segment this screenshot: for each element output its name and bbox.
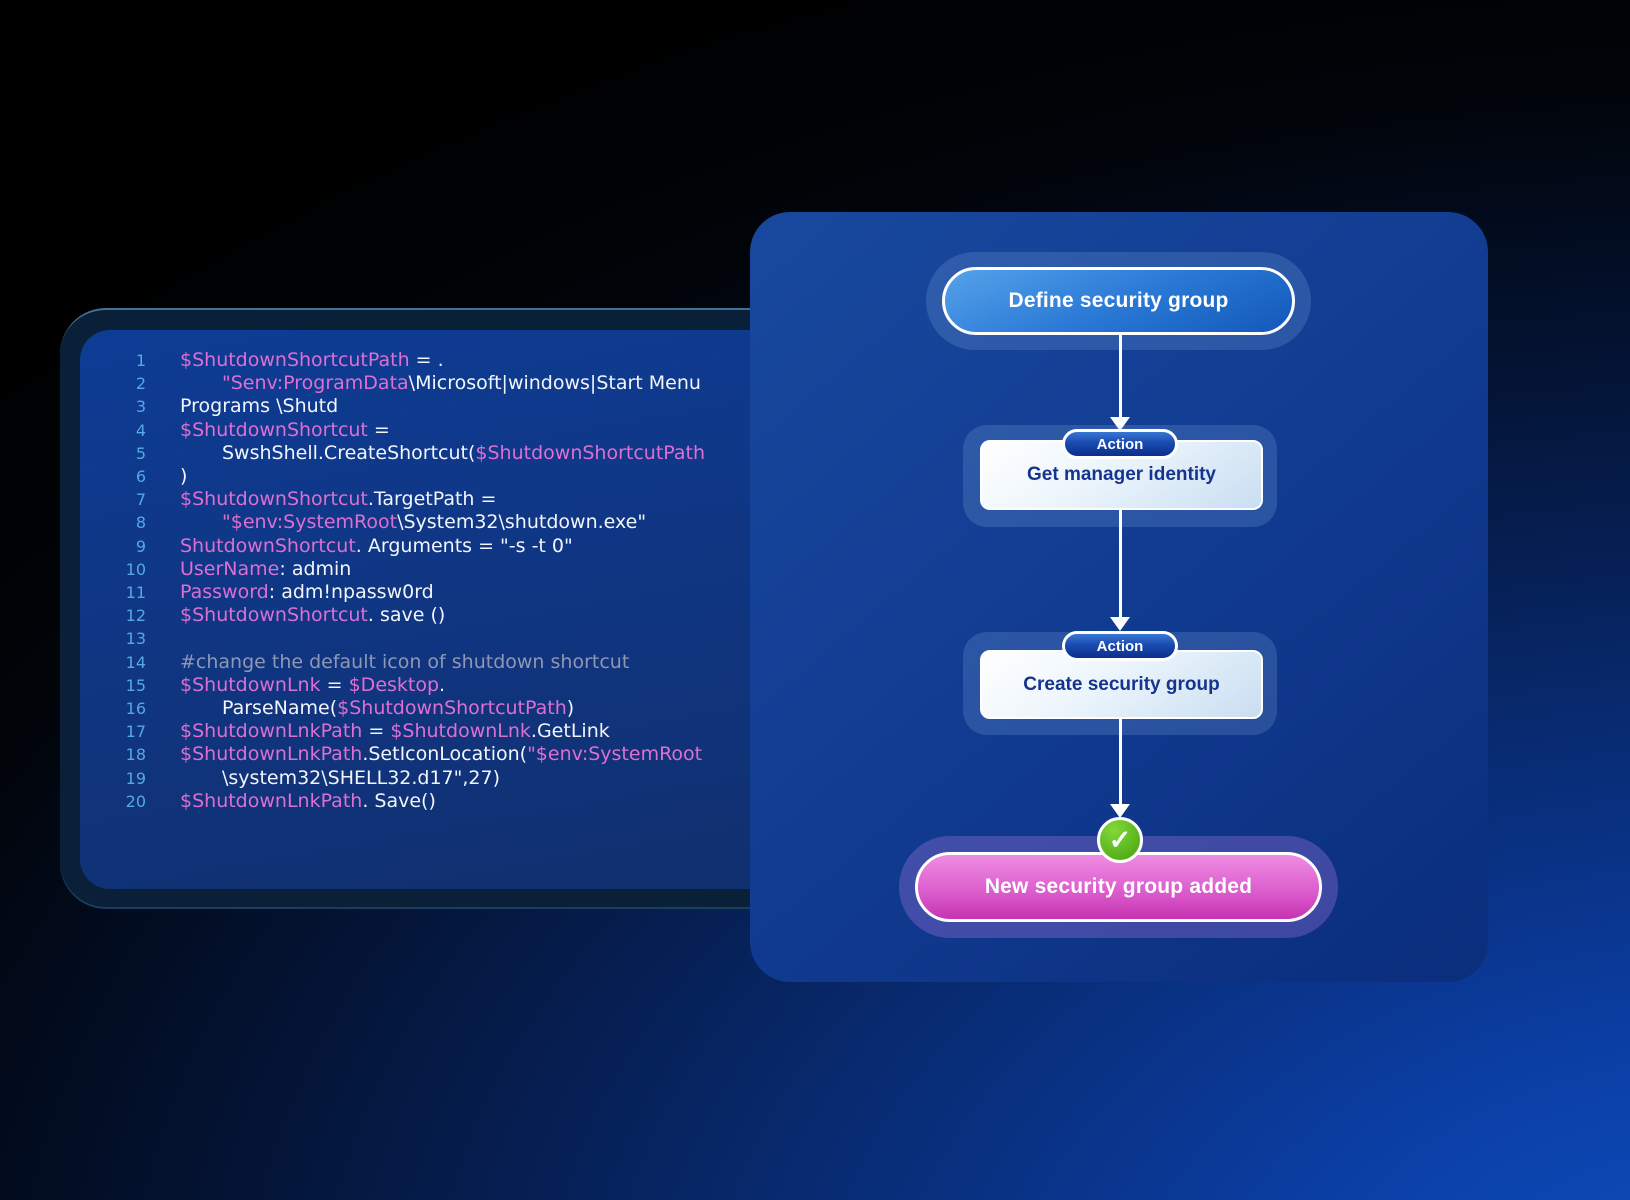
code-line: 13 xyxy=(80,627,846,650)
code-line: 4 $ShutdownShortcut = xyxy=(80,419,846,442)
line-number: 12 xyxy=(125,606,146,626)
code-line: 3 Programs \Shutd xyxy=(80,395,846,418)
flow-node-define-security-group: Define security group xyxy=(942,267,1295,335)
line-number: 10 xyxy=(125,559,146,579)
code-editor-panel: 1 $ShutdownShortcutPath = . 2 "Senv:Program… xyxy=(80,330,846,889)
arrow-down-icon xyxy=(1110,804,1130,818)
code-text: $ShutdownLnk = $Desktop. xyxy=(180,673,446,696)
code-line: 14 #change the default icon of shutdown s… xyxy=(80,651,846,674)
code-line: 20 $ShutdownLnkPath. Save() xyxy=(80,790,846,813)
code-text: ShutdownShortcut. Arguments = "-s -t 0" xyxy=(180,534,573,557)
action-badge-1: Action xyxy=(1062,429,1178,459)
code-line: 18 $ShutdownLnkPath.SetIconLocation("$env… xyxy=(80,743,846,766)
code-text: Password: adm!npassw0rd xyxy=(180,581,434,604)
code-text: "$env:SystemRoot\System32\shutdown.exe" xyxy=(222,511,647,534)
line-number: 9 xyxy=(135,536,146,556)
line-number: 20 xyxy=(125,791,146,811)
line-number: 11 xyxy=(125,583,146,603)
line-number: 5 xyxy=(135,443,146,463)
line-number: 17 xyxy=(125,722,146,742)
code-editor-frame: 1 $ShutdownShortcutPath = . 2 "Senv:Program… xyxy=(60,308,866,909)
code-line: 15 $ShutdownLnk = $Desktop. xyxy=(80,674,846,697)
line-number: 2 xyxy=(135,374,146,394)
action-badge-2: Action xyxy=(1062,631,1178,661)
line-number: 8 xyxy=(135,513,146,533)
code-text: #change the default icon of shutdown sho… xyxy=(180,650,630,673)
code-line: 17 $ShutdownLnkPath = $ShutdownLnk.GetLin… xyxy=(80,720,846,743)
code-text: SwshShell.CreateShortcut($ShutdownShortc… xyxy=(222,441,706,464)
flow-arrow-2 xyxy=(1109,510,1131,631)
code-text xyxy=(180,627,186,649)
flow-arrow-1 xyxy=(1109,335,1131,431)
line-number: 18 xyxy=(125,745,146,765)
arrow-line xyxy=(1118,510,1122,618)
success-checkmark-icon: ✓ xyxy=(1097,817,1143,863)
line-number: 13 xyxy=(125,629,146,649)
code-line: 12 $ShutdownShortcut. save () xyxy=(80,604,846,627)
badge-label: Action xyxy=(1096,435,1144,453)
code-text: $ShutdownShortcutPath = . xyxy=(180,349,444,371)
code-text: $ShutdownLnkPath. Save() xyxy=(180,789,436,812)
code-line: 8 "$env:SystemRoot\System32\shutdown.exe" xyxy=(80,511,846,534)
code-line: 6) xyxy=(80,465,846,488)
line-number: 6 xyxy=(135,467,146,487)
arrow-line xyxy=(1118,719,1122,805)
code-line: 7 $ShutdownShortcut.TargetPath = xyxy=(80,488,846,511)
line-number: 4 xyxy=(135,420,146,440)
node-label: Create security group xyxy=(1023,673,1220,695)
code-line: 10 UserName: admin xyxy=(80,558,846,581)
line-number: 7 xyxy=(135,490,146,510)
check-glyph: ✓ xyxy=(1108,824,1132,855)
line-number: 19 xyxy=(125,768,146,788)
line-number: 14 xyxy=(125,652,146,672)
code-line: 5 SwshShell.CreateShortcut($ShutdownShort… xyxy=(80,442,846,465)
code-text: "Senv:ProgramData\Microsoft|windows|Star… xyxy=(222,372,701,395)
code-text: $ShutdownLnkPath.SetIconLocation("$env:S… xyxy=(180,743,703,766)
code-lines: 1 $ShutdownShortcutPath = . 2 "Senv:Program… xyxy=(80,330,846,813)
code-text: $ShutdownShortcut = xyxy=(180,418,390,441)
line-number: 15 xyxy=(125,675,146,695)
code-text: $ShutdownShortcut. save () xyxy=(180,604,446,627)
code-text: $ShutdownShortcut.TargetPath = xyxy=(180,488,497,511)
node-label: New security group added xyxy=(984,875,1253,898)
flow-arrow-3 xyxy=(1109,719,1131,818)
code-line: 11 Password: adm!npassw0rd xyxy=(80,581,846,604)
code-line: 16 ParseName($ShutdownShortcutPath) xyxy=(80,697,846,720)
node-label: Define security group xyxy=(1008,289,1229,312)
line-number: 1 xyxy=(135,351,146,370)
flow-node-create-security-group: Create security group xyxy=(980,650,1263,719)
line-number: 3 xyxy=(135,397,146,417)
flowchart-panel: Define security group Get manager identi… xyxy=(750,212,1488,982)
code-line: 1 $ShutdownShortcutPath = . xyxy=(80,349,846,372)
code-line: 9 ShutdownShortcut. Arguments = "-s -t 0" xyxy=(80,535,846,558)
code-text: ) xyxy=(180,465,188,488)
arrow-down-icon xyxy=(1110,617,1130,631)
code-text: ParseName($ShutdownShortcutPath) xyxy=(222,697,575,720)
node-label: Get manager identity xyxy=(1027,464,1216,485)
code-line: 19 \system32\SHELL32.d17",27) xyxy=(80,767,846,790)
code-text: UserName: admin xyxy=(180,557,352,580)
arrow-line xyxy=(1118,335,1122,418)
badge-label: Action xyxy=(1096,637,1144,655)
arrow-down-icon xyxy=(1110,417,1130,431)
line-number: 16 xyxy=(125,699,146,719)
code-text: Programs \Shutd xyxy=(180,395,339,418)
code-text: \system32\SHELL32.d17",27) xyxy=(222,766,501,789)
code-line: 2 "Senv:ProgramData\Microsoft|windows|Sta… xyxy=(80,372,846,395)
code-text: $ShutdownLnkPath = $ShutdownLnk.GetLink xyxy=(180,720,610,743)
